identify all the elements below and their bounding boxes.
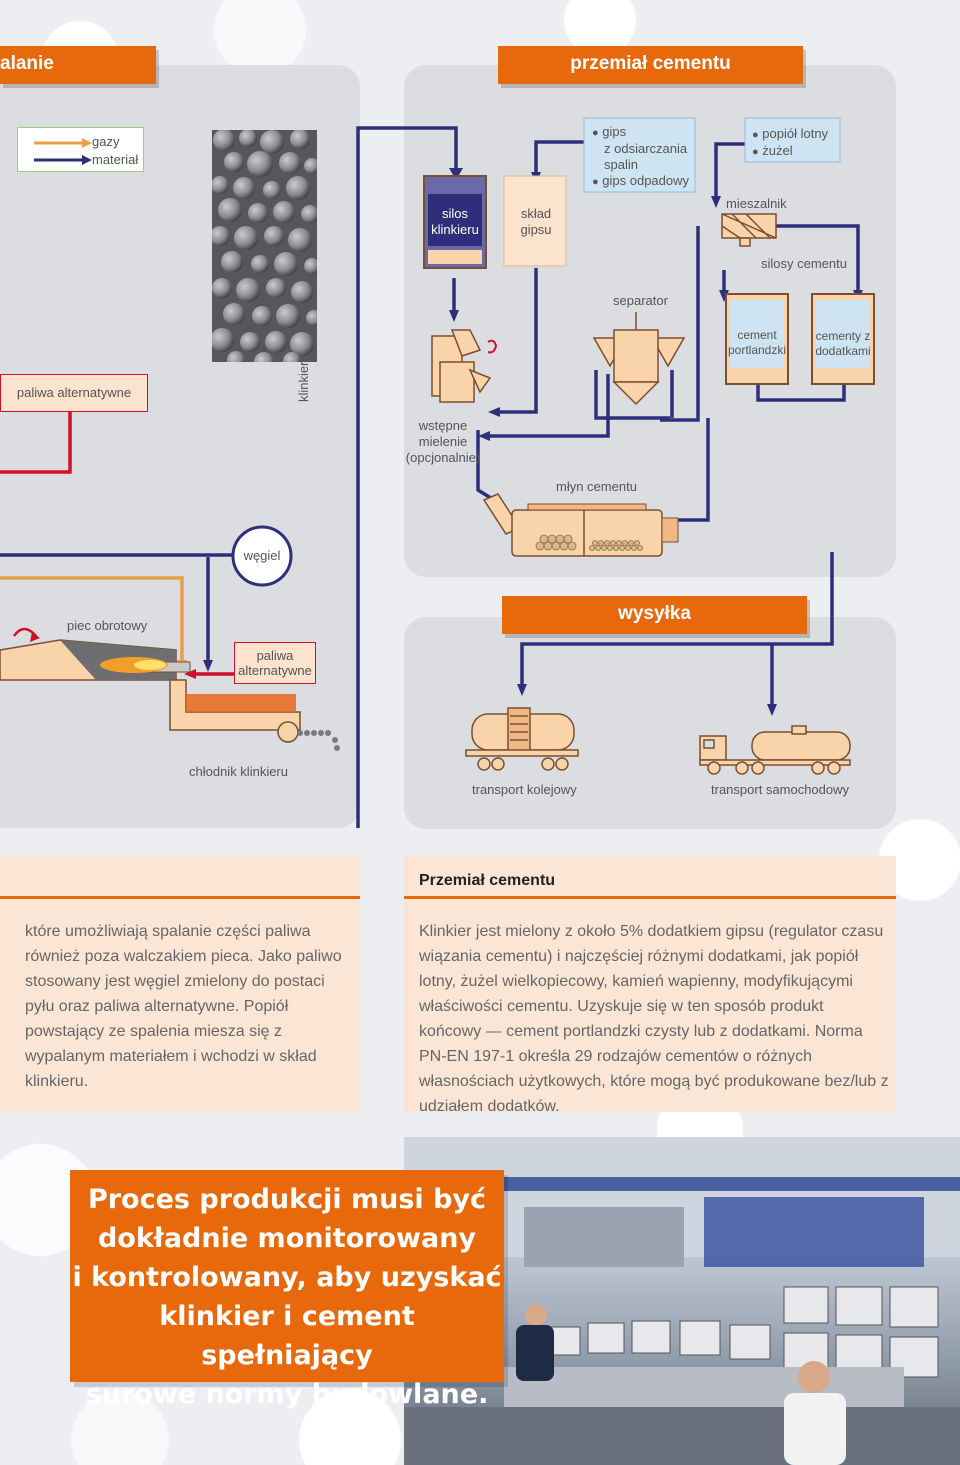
callout-line: i kontrolowany, aby uzyskać bbox=[72, 1262, 502, 1293]
header-cement-grinding: przemiał cementu bbox=[498, 46, 803, 84]
text-card-right: Przemiał cementu Klinkier jest mielony z… bbox=[404, 856, 896, 1115]
alt-fuel-lines bbox=[0, 412, 234, 676]
clinker-photo-texture bbox=[212, 130, 317, 362]
header-burning: alanie bbox=[0, 46, 156, 84]
clinker-cooler-shape bbox=[169, 679, 340, 751]
tank-wagon-icon bbox=[465, 707, 579, 771]
tanker-truck-icon bbox=[699, 725, 851, 775]
text-right-paragraph: Klinkier jest mielony z około 5% dodatki… bbox=[419, 923, 889, 1115]
blended-cements-label: cementy z dodatkami bbox=[815, 329, 871, 358]
rotary-kiln-shape bbox=[0, 639, 191, 681]
callout-line: Proces produkcji musi być bbox=[87, 1184, 487, 1215]
additives-list: ● popiół lotny ● żużel bbox=[752, 126, 828, 160]
cement-silos-label: silosy cementu bbox=[761, 256, 847, 271]
gas-arrow-icon bbox=[34, 138, 92, 148]
header-shipping: wysyłka bbox=[502, 596, 807, 634]
legend-arrows bbox=[34, 138, 92, 165]
text-card-right-rule bbox=[404, 896, 896, 899]
separator-label: separator bbox=[613, 293, 668, 308]
text-card-left: które umożliwiają spalanie części paliwa… bbox=[0, 856, 360, 1112]
cement-mill-label: młyn cementu bbox=[556, 479, 637, 494]
header-burning-text: alanie bbox=[0, 53, 54, 74]
rotary-kiln-label: piec obrotowy bbox=[67, 618, 148, 633]
operator-standing bbox=[784, 1361, 846, 1465]
gypsum-source-item: spalin bbox=[604, 157, 638, 172]
control-room-photo bbox=[404, 1137, 960, 1465]
separator-shape bbox=[592, 312, 686, 406]
pre-grinding-arrow-icon bbox=[487, 339, 498, 354]
gypsum-store-shape bbox=[503, 175, 567, 267]
blended-silo-shape bbox=[811, 293, 875, 385]
mixer-shape bbox=[721, 213, 777, 247]
control-room-illustration bbox=[404, 1137, 960, 1465]
callout-line: surowe normy budowlane. bbox=[85, 1379, 489, 1410]
portland-cement-label: cement portlandzki bbox=[727, 328, 787, 357]
clinker-silo-shape bbox=[423, 175, 487, 269]
alt-fuel-arrowhead bbox=[184, 669, 196, 679]
gypsum-source-item: z odsiarczania bbox=[604, 141, 688, 156]
callout-line: dokładnie monitorowany bbox=[97, 1223, 477, 1254]
gypsum-store-label: skład gipsu bbox=[520, 206, 552, 237]
text-left-paragraph: które umożliwiają spalanie części paliwa… bbox=[25, 923, 342, 1090]
legend-box: gazy materiał bbox=[17, 127, 144, 172]
header-shipping-text: wysyłka bbox=[618, 603, 691, 624]
operator-seated bbox=[516, 1304, 554, 1381]
pre-grinding-label: wstępne mielenie (opcjonalnie) bbox=[405, 418, 481, 465]
text-right-title: Przemiał cementu bbox=[419, 872, 556, 889]
gypsum-sources-list: ● gips z odsiarczania spalin ● gips odpa… bbox=[592, 124, 689, 190]
text-card-left-rule bbox=[0, 896, 360, 899]
clinker-photo bbox=[212, 130, 317, 362]
header-cement-grinding-text: przemiał cementu bbox=[570, 53, 731, 74]
alt-fuels-top-box: paliwa alternatywne bbox=[0, 374, 148, 412]
material-flow-lines bbox=[0, 126, 860, 828]
coal-circle bbox=[231, 525, 293, 587]
legend-material: materiał bbox=[92, 152, 139, 167]
process-diagram bbox=[0, 117, 875, 828]
flame-icon bbox=[100, 657, 168, 673]
material-arrow-icon bbox=[34, 155, 92, 165]
callout-line: klinkier i cement spełniający bbox=[159, 1301, 415, 1371]
pre-grinding-shape bbox=[431, 329, 492, 403]
additives-box bbox=[744, 117, 841, 163]
gas-flow-line bbox=[0, 576, 184, 660]
coal-label: węgiel bbox=[243, 548, 281, 563]
clinker-silo-label: silos klinkieru bbox=[431, 206, 479, 237]
road-transport-label: transport samochodowy bbox=[711, 782, 850, 797]
portland-silo-shape bbox=[725, 293, 789, 385]
mixer-label: mieszalnik bbox=[726, 196, 787, 211]
gypsum-source-item: ● gips bbox=[592, 124, 627, 139]
clinker-cooler-label: chłodnik klinkieru bbox=[189, 764, 288, 779]
alt-fuels-kiln-box: paliwa alternatywne bbox=[234, 642, 316, 684]
gypsum-source-item: ● gips odpadowy bbox=[592, 173, 690, 188]
rail-transport-label: transport kolejowy bbox=[472, 782, 577, 797]
cement-mill-shape bbox=[482, 493, 679, 557]
gypsum-sources-box bbox=[583, 117, 696, 193]
additive-item: ● popiół lotny bbox=[752, 126, 829, 141]
callout-box: Proces produkcji musi być dokładnie moni… bbox=[70, 1170, 504, 1410]
additive-item: ● żużel bbox=[752, 143, 793, 158]
legend-gases: gazy bbox=[92, 134, 120, 149]
